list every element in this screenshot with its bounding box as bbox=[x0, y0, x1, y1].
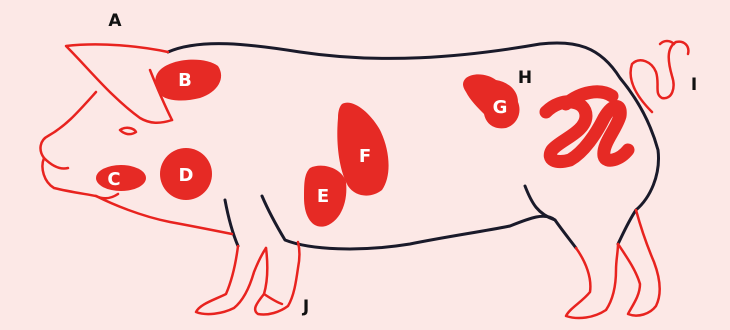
region-c bbox=[96, 165, 146, 191]
label-f: F bbox=[359, 146, 371, 167]
region-g bbox=[463, 74, 520, 128]
region-h-swirl bbox=[546, 92, 628, 162]
label-d: D bbox=[179, 165, 194, 186]
label-a: A bbox=[108, 11, 122, 31]
back-leg-left bbox=[566, 244, 618, 318]
back-leg-right bbox=[618, 210, 660, 316]
label-e: E bbox=[317, 186, 329, 207]
label-h: H bbox=[518, 68, 532, 88]
label-g: G bbox=[493, 97, 508, 118]
cut-regions bbox=[96, 60, 520, 227]
label-c: C bbox=[107, 169, 120, 190]
eye bbox=[120, 128, 136, 134]
label-j: J bbox=[302, 297, 309, 317]
label-i: I bbox=[691, 75, 697, 95]
tail bbox=[631, 42, 689, 112]
label-b: B bbox=[178, 70, 192, 91]
